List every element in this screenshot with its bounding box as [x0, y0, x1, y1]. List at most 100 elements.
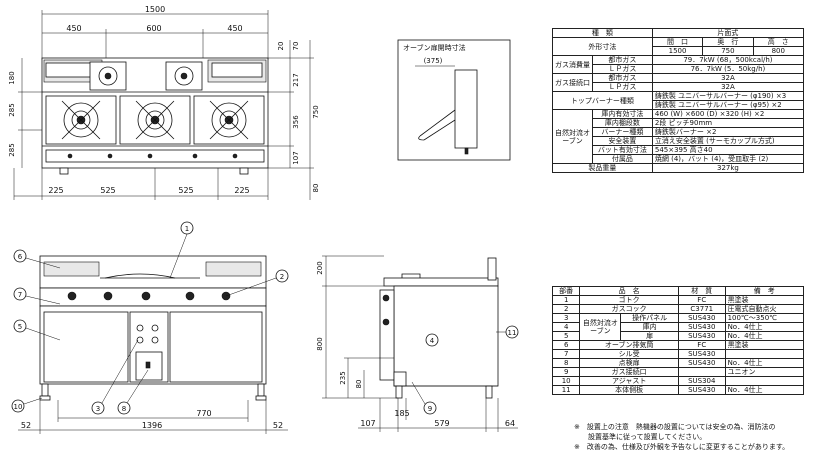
- callout-1: 1: [185, 225, 189, 233]
- parts-no: 4: [551, 322, 581, 332]
- dim-left-285b: 285: [8, 143, 16, 156]
- front-view: 1 2 3 5 6 7 8 10 52 1396 52 770: [11, 221, 289, 434]
- parts-name: 本体側板: [579, 385, 679, 395]
- parts-head-name: 品 名: [579, 286, 679, 296]
- spec-oven-row-value: 鋳鉄製バーナー ×2: [651, 127, 805, 137]
- dim-right-70: 70: [292, 42, 300, 51]
- dim-bottom-225a: 225: [48, 186, 63, 195]
- parts-remarks: 黒塗装: [724, 295, 805, 305]
- callout-5: 5: [18, 323, 22, 331]
- table-row: 9 ガス接続口 ユニオン: [551, 367, 805, 377]
- spec-gas-value: 76．7kW (5．50kg/h): [651, 64, 805, 74]
- spec-gas-type: 都市ガス: [592, 55, 653, 65]
- dim-side-185: 185: [394, 409, 409, 418]
- callout-6: 6: [18, 253, 23, 261]
- dim-front-52a: 52: [21, 421, 31, 430]
- dim-right-20: 20: [277, 42, 285, 51]
- dim-side-64: 64: [505, 419, 515, 428]
- dim-section-left: 450: [66, 24, 81, 33]
- callout-11: 11: [508, 329, 517, 337]
- dim-side-80: 80: [355, 380, 363, 389]
- table-row: 6 オーブン排気筒 FC 黒塗装: [551, 340, 805, 350]
- parts-head-remarks: 備 考: [724, 286, 805, 296]
- parts-material: FC: [677, 295, 726, 305]
- spec-table: 種 類 片面式 外形寸法 間 口 奥 行 高 さ 1500 750 800 ガス…: [552, 28, 805, 173]
- parts-name: 点検扉: [579, 358, 679, 368]
- spec-dim-width: 1500: [651, 46, 704, 56]
- spec-oven-row-value: 545×395 高さ40: [651, 145, 805, 155]
- spec-dim-depth: 750: [702, 46, 754, 56]
- parts-remarks: ユニオン: [724, 367, 805, 377]
- parts-name: 扉: [620, 331, 679, 341]
- parts-remarks: 黒塗装: [724, 340, 805, 350]
- dim-side-235: 235: [339, 371, 347, 384]
- parts-no: 5: [551, 331, 581, 341]
- dim-side-579: 579: [434, 419, 449, 428]
- parts-no: 6: [551, 340, 581, 350]
- note-2: 設置基準に従って設置してください。: [574, 433, 707, 441]
- parts-remarks: No．4仕上: [724, 385, 805, 395]
- side-view: 4 9 11 200 800 235 80 107 185 579 64: [316, 255, 519, 432]
- dim-right-107: 107: [292, 151, 300, 164]
- spec-gas-value: 32A: [651, 73, 805, 83]
- dim-front-52b: 52: [273, 421, 283, 430]
- spec-oven-row-label: 庫内有効寸法: [592, 109, 653, 119]
- parts-name: 操作パネル: [620, 313, 679, 323]
- parts-material: C3771: [677, 304, 726, 314]
- spec-gas-type: 都市ガス: [592, 73, 653, 83]
- spec-oven-row-value: 460 (W) ×600 (D) ×320 (H) ×2: [651, 109, 805, 119]
- parts-name: オーブン排気筒: [579, 340, 679, 350]
- spec-weight-value: 327kg: [651, 163, 805, 173]
- callout-9: 9: [428, 405, 432, 413]
- parts-no: 7: [551, 349, 581, 359]
- parts-head-no: 部番: [551, 286, 581, 296]
- parts-material: FC: [677, 340, 726, 350]
- parts-head-material: 材 質: [677, 286, 726, 296]
- parts-material: SUS430: [677, 331, 726, 341]
- parts-material: SUS430: [677, 313, 726, 323]
- spec-gas-connection-label: ガス接続口: [552, 73, 593, 92]
- spec-oven-row-value: 焼網 (4)，バット (4)，受皿取手 (2): [651, 154, 805, 164]
- note-3: ※ 改善の為、仕様及び外観を予告なしに変更することがあります。: [574, 443, 790, 451]
- dim-front-1396: 1396: [142, 421, 162, 430]
- callout-10: 10: [14, 403, 23, 411]
- callout-8: 8: [122, 405, 126, 413]
- dim-right-356: 356: [292, 115, 300, 129]
- parts-name: ガスコック: [579, 304, 679, 314]
- callout-4: 4: [430, 337, 435, 345]
- spec-dimension-label: 外形寸法: [552, 37, 653, 56]
- spec-dim-head-depth: 奥 行: [702, 37, 754, 47]
- table-row: 8 点検扉 SUS430 No．4仕上: [551, 358, 805, 368]
- dim-leg-80: 80: [312, 184, 320, 193]
- parts-name: ゴトク: [579, 295, 679, 305]
- dim-overall-width: 1500: [145, 5, 165, 14]
- parts-no: 8: [551, 358, 581, 368]
- spec-oven-row-value: 立消え安全装置 (サーモカップル方式): [651, 136, 805, 146]
- spec-gas-value: 79．7kW (68，500kcal/h): [651, 55, 805, 65]
- dim-side-107: 107: [360, 419, 375, 428]
- parts-table: 部番 品 名 材 質 備 考 1 ゴトク FC 黒塗装 2 ガスコック C377…: [551, 286, 805, 395]
- parts-remarks: [724, 349, 805, 359]
- spec-oven-row-label: 安全装置: [592, 136, 653, 146]
- spec-oven-row-value: 2段 ピッチ90mm: [651, 118, 805, 128]
- dim-section-right: 450: [227, 24, 242, 33]
- parts-remarks: No．4仕上: [724, 322, 805, 332]
- dim-side-200: 200: [316, 261, 324, 274]
- spec-header-type: 種 類: [552, 28, 653, 38]
- spec-gas-type: ＬＰガス: [592, 82, 653, 92]
- parts-name: ガス接続口: [579, 367, 679, 377]
- parts-material: SUS430: [677, 358, 726, 368]
- dim-front-770: 770: [196, 409, 211, 418]
- parts-material: SUS430: [677, 349, 726, 359]
- dim-side-800: 800: [316, 337, 324, 350]
- parts-material: SUS430: [677, 322, 726, 332]
- parts-no: 9: [551, 367, 581, 377]
- parts-material: SUS304: [677, 376, 726, 386]
- spec-weight-label: 製品重量: [552, 163, 653, 173]
- dim-bottom-525a: 525: [100, 186, 115, 195]
- top-view: 1500 450 600 450: [8, 5, 320, 200]
- dim-overall-depth: 750: [312, 105, 320, 118]
- spec-dim-height: 800: [752, 46, 805, 56]
- dim-left-180: 180: [8, 71, 16, 84]
